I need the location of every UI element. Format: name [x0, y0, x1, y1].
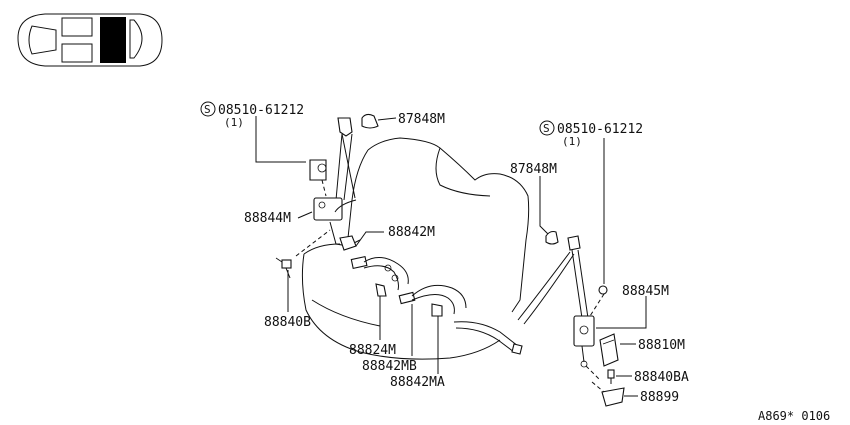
label-retractor-left: 88844M: [244, 211, 291, 226]
label-buckle-center: 88842M: [388, 225, 435, 240]
label-cover-left: 87848M: [398, 112, 445, 127]
label-bracket: 88899: [640, 390, 679, 405]
rear-seat-outline: [301, 137, 530, 360]
label-retractor-right: 88845M: [622, 284, 669, 299]
bolt-ba-part: [607, 369, 615, 384]
label-bolt-left: 08510-61212: [218, 103, 304, 118]
leader-lines: [255, 116, 647, 397]
label-buckle-ma: 88842MA: [390, 375, 445, 390]
label-anchor-bolt: 88840B: [264, 315, 311, 330]
right-seat-belt-assembly: [517, 235, 608, 368]
label-buckle-lower: 88824M: [349, 343, 396, 358]
label-bolt-ba: 88840BA: [634, 370, 689, 385]
screw-symbol-right-text: S: [543, 122, 550, 135]
label-buckle-mb: 88842MB: [362, 359, 417, 374]
label-cover-right: 87848M: [510, 162, 557, 177]
screw-symbol-left-text: S: [204, 103, 211, 116]
vehicle-location-icon: [17, 13, 163, 67]
left-seat-belt-assembly: [309, 117, 361, 251]
label-cover-box: 88810M: [638, 338, 685, 353]
center-buckle-assembly: [350, 255, 523, 355]
rear-seat-highlight: [100, 17, 126, 63]
screw-symbol-left: S: [200, 101, 216, 117]
label-bolt-right-qty: (1): [562, 135, 582, 148]
trim-cover-left: [361, 113, 379, 129]
trim-cover-right: [545, 230, 559, 245]
label-bolt-right: 08510-61212: [557, 122, 643, 137]
anchor-bolt-part: [275, 257, 292, 279]
reference-code: A869* 0106: [758, 409, 830, 423]
retractor-cover-box: [599, 333, 619, 367]
label-bolt-left-qty: (1): [224, 116, 244, 129]
screw-symbol-right: S: [539, 120, 555, 136]
mounting-bracket: [601, 387, 625, 407]
